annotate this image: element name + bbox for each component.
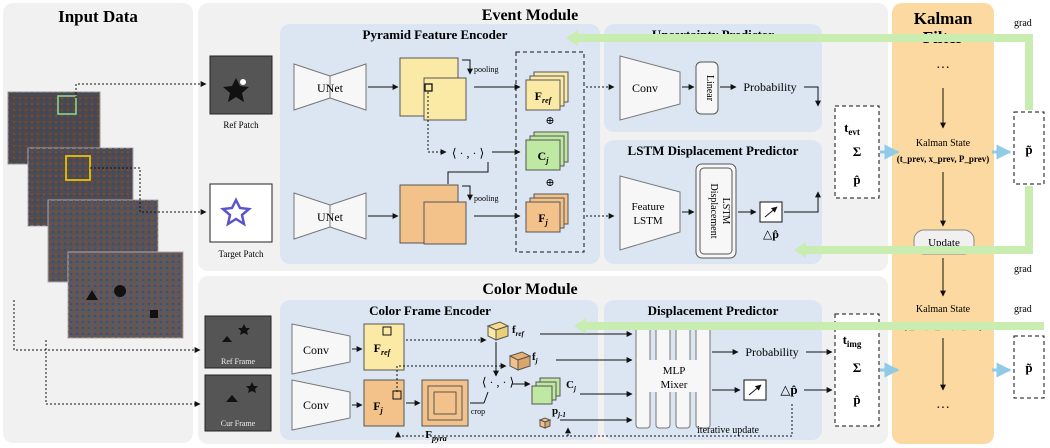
svg-text:Conv: Conv: [632, 81, 658, 95]
pooling-label-top: pooling: [474, 65, 498, 74]
unet-bottom: UNet: [293, 192, 367, 240]
color-sigma: Σ: [853, 360, 862, 375]
f-ref-stack: Fref: [525, 71, 569, 111]
ref-patch-image: [209, 55, 273, 115]
feature-lstm: Feature LSTM: [619, 175, 681, 251]
grad-label-1: grad: [1014, 18, 1032, 29]
svg-text:Displacement: Displacement: [708, 184, 719, 239]
plus-2: ⊕: [545, 177, 554, 189]
ref-feature-map: [399, 57, 467, 121]
conv-ref: Conv: [291, 323, 351, 375]
p-prev-cube: [538, 417, 552, 429]
color-p-hat: p̂: [853, 392, 860, 407]
color-c-j: [531, 377, 561, 405]
f-pyra-label: Fpyra: [425, 429, 446, 443]
conv-uncertainty: Conv: [619, 55, 681, 121]
kalman-dots-bottom: ···: [936, 401, 950, 416]
svg-text:Cj: Cj: [566, 379, 576, 393]
svg-text:Conv: Conv: [303, 343, 329, 357]
conv-cur: Conv: [291, 379, 351, 431]
kalman-dots-top: ···: [936, 61, 950, 76]
color-f-j: Fj: [363, 379, 405, 427]
svg-text:Cj: Cj: [538, 149, 550, 165]
target-feature-map: [399, 184, 467, 245]
small-f-j-cube: [508, 351, 532, 371]
target-patch-image: [209, 183, 273, 243]
svg-text:Feature: Feature: [632, 201, 665, 213]
svg-text:Fj: Fj: [538, 211, 548, 227]
ref-frame-image: [204, 315, 272, 369]
target-patch-label: Target Patch: [219, 249, 264, 259]
kalman-state-cur-title: Kalman State: [916, 304, 971, 315]
delta-p-color: △p̂: [780, 382, 797, 397]
linear-block: [695, 61, 719, 115]
grad-label-2: grad: [1014, 264, 1032, 275]
unet-top: UNet: [293, 63, 367, 111]
target-patch-star: [220, 197, 252, 227]
inner-product-color: ⟨ · , · ⟩: [482, 375, 514, 389]
svg-text:UNet: UNet: [317, 81, 344, 95]
svg-text:tevt: tevt: [844, 120, 860, 137]
svg-text:fj: fj: [532, 351, 538, 365]
plus-1: ⊕: [545, 115, 554, 127]
displacement-predictor-title: Displacement Predictor: [648, 303, 779, 318]
event-state-box: [834, 105, 880, 199]
p-tilde-top: p̃: [1025, 142, 1032, 157]
svg-text:Mixer: Mixer: [661, 379, 688, 391]
svg-text:MLP: MLP: [663, 365, 686, 377]
color-encoder-title: Color Frame Encoder: [369, 303, 491, 318]
pyramid-encoder-title: Pyramid Feature Encoder: [363, 27, 508, 42]
svg-text:Fj: Fj: [373, 399, 383, 415]
cur-frame-image: [204, 374, 272, 432]
ref-patch-star: [223, 78, 249, 102]
p-tilde-box-top: [1013, 111, 1045, 185]
svg-text:timg: timg: [843, 332, 862, 349]
event-sigma: Σ: [853, 144, 862, 159]
ref-frame-label: Ref Frame: [221, 357, 255, 366]
svg-text:Fref: Fref: [535, 89, 553, 105]
p-tilde-box-bottom: [1013, 335, 1045, 399]
svg-text:Fref: Fref: [374, 341, 392, 357]
crop-label: crop: [471, 407, 485, 416]
grad-label-3: grad: [1014, 304, 1032, 315]
probability-color: Probability: [745, 345, 798, 359]
svg-text:fref: fref: [512, 324, 525, 338]
linear-label: Linear: [704, 75, 715, 102]
small-f-ref-cube: [486, 321, 510, 341]
event-module-title: Event Module: [482, 7, 578, 24]
probability-event: Probability: [743, 80, 796, 94]
svg-text:pj-1: pj-1: [552, 405, 566, 419]
kalman-state-prev-title: Kalman State: [916, 138, 971, 149]
kalman-state-prev: (t_prev, x_prev, P_prev): [897, 154, 990, 164]
event-p-hat: p̂: [853, 172, 860, 187]
svg-text:LSTM: LSTM: [720, 198, 731, 225]
svg-text:LSTM: LSTM: [633, 215, 663, 227]
c-j-stack: Cj: [525, 131, 569, 171]
svg-text:UNet: UNet: [317, 210, 344, 224]
f-j-stack: Fj: [525, 193, 569, 233]
svg-text:Conv: Conv: [303, 398, 329, 412]
cur-frame-label: Cur Frame: [221, 419, 256, 428]
pooling-label-bottom: pooling: [474, 194, 498, 203]
feature-group-box: [515, 51, 585, 253]
iterative-update-label: iterative update: [697, 425, 759, 436]
grad-loop-top: [572, 34, 1033, 254]
displacement-lstm: Displacement LSTM: [695, 163, 737, 259]
inner-product-event: ⟨ · , · ⟩: [452, 146, 484, 160]
color-f-pyra: [421, 379, 469, 427]
color-state-box: [834, 313, 880, 427]
delta-p-event: △p̂: [763, 227, 779, 241]
color-module-title: Color Module: [482, 281, 577, 298]
input-data-title: Input Data: [58, 7, 138, 26]
lstm-title: LSTM Displacement Predictor: [628, 143, 799, 158]
p-tilde-bottom: p̃: [1025, 360, 1032, 375]
ref-patch-label: Ref Patch: [223, 120, 259, 130]
kalman-title-1: Kalman: [914, 9, 973, 28]
mlp-mixer: MLP Mixer: [635, 325, 711, 429]
event-frame-stack: [7, 91, 184, 339]
color-f-ref: Fref: [363, 323, 405, 371]
